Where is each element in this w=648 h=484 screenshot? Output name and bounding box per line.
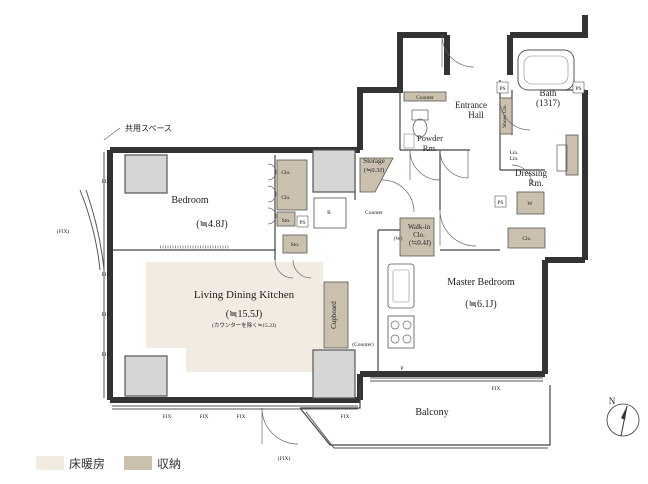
floor-heating-area (146, 262, 323, 372)
fix-label-9: FIX (492, 386, 501, 392)
entrance-label-1: Entrance (455, 100, 487, 110)
bath-size: (1317) (536, 98, 560, 108)
stove (387, 315, 415, 349)
linen-label-2: Lin. (509, 156, 519, 162)
ps-label-4: PS (497, 200, 503, 206)
bedroom-sto-upper (276, 211, 296, 227)
refrigerator (313, 197, 347, 229)
master-bedroom-label: Master Bedroom (447, 277, 515, 288)
fix-label-3: FIX (102, 312, 111, 318)
counter-entrance (403, 91, 447, 102)
ps-boxes: PS PS PS PS (296, 81, 585, 228)
walkin-label-1: Walk-in (408, 223, 431, 231)
column-bottom-left (124, 355, 168, 397)
sto-label-2: Sto. (291, 242, 300, 248)
window-lines (79, 152, 543, 410)
structural-columns (124, 149, 356, 399)
dressing-closet (507, 227, 546, 249)
linen-cabinet (565, 134, 579, 176)
fix-paren-label-2: (FIX) (278, 455, 291, 462)
shoes-clo-label: Shoes Clo. (502, 103, 508, 127)
bedroom-size: (≒4.8J) (196, 219, 227, 230)
cupboard (323, 281, 349, 349)
sto-label-1: Sto. (282, 218, 291, 224)
bedroom-sto-lower (282, 234, 308, 254)
kitchen-sink (387, 263, 415, 309)
fix-paren-label-1: (FIX) (57, 228, 70, 235)
fix-label-6: FIX (200, 414, 209, 420)
walkin-w-label: (W) (394, 235, 403, 242)
counter-paren-label: (Counter) (352, 341, 374, 348)
storage-size: (≒0.3J) (364, 167, 384, 174)
shoes-closet (499, 97, 513, 135)
fix-label-1: FIX (102, 179, 111, 185)
bedroom-closet (276, 159, 308, 211)
shared-space-label: 共用スペース (125, 124, 172, 133)
fix-label-2: FIX (102, 272, 111, 278)
dressing-clo-label: Clo. (522, 236, 532, 242)
fix-label-5: FIX (163, 414, 172, 420)
closet-label-1: Clo. (281, 170, 291, 176)
bathtub (517, 49, 575, 91)
shared-space-leader (103, 127, 121, 141)
ldk-size: (≒15.5J) (226, 309, 262, 320)
column-top-left (124, 154, 168, 194)
north-label: N (609, 396, 616, 406)
storage-nook (359, 157, 394, 193)
storage-areas (276, 91, 579, 349)
ps-label-2: PS (499, 86, 505, 92)
ps-label-1: PS (299, 220, 305, 226)
wash-basin (556, 144, 568, 172)
legend-floor-heating-label: 床暖房 (69, 456, 105, 471)
bedroom-label: Bedroom (171, 195, 208, 206)
toilet (411, 109, 429, 121)
counter-label-small: Counter (365, 210, 383, 216)
washer-label: W (527, 201, 533, 207)
legend-storage-swatch (124, 456, 152, 470)
ldk-label: Living Dining Kitchen (194, 289, 295, 301)
legend-floor-heating-swatch (36, 456, 64, 470)
walkin-label-2: Clo. (413, 231, 425, 239)
dressing-room-label-1: Dressing (515, 168, 547, 178)
walkin-size: (≒0.4J) (409, 239, 432, 247)
powder-room-label-1: Powder (417, 133, 443, 143)
dressing-room-label-2: Rm. (528, 178, 543, 188)
fixtures (267, 49, 575, 349)
linen-label-1: Lin. (509, 150, 519, 156)
fix-label-7: FIX (237, 414, 246, 420)
refrigerator-label: R (327, 210, 331, 216)
closet-label-2: Clo. (281, 195, 291, 201)
entrance-label-2: Hall (468, 110, 484, 120)
bath-label: Bath (540, 88, 557, 98)
north-arrow (606, 403, 640, 437)
cupboard-label: Cupboard (330, 301, 338, 329)
balcony-label: Balcony (415, 407, 448, 418)
master-bedroom-size: (≒6.1J) (465, 299, 496, 310)
balcony-outline (299, 385, 551, 449)
pipe-shaft-label: P (400, 366, 403, 372)
walk-in-closet (399, 217, 435, 257)
door-swings (261, 34, 533, 445)
fix-label-8: FIX (341, 414, 350, 420)
column-top-center (312, 149, 356, 193)
column-bottom-center (312, 349, 356, 399)
ps-label-3: PS (575, 86, 581, 92)
legend-storage-label: 収納 (157, 457, 181, 471)
ldk-note: (カウンターを除く≒15.2J) (212, 321, 276, 329)
storage-label: Storage (363, 157, 384, 165)
powder-room-label-2: Rm. (423, 143, 437, 153)
legend: 床暖房 収納 (36, 456, 181, 471)
washer-space (516, 191, 545, 215)
counter-label: Counter (416, 95, 434, 101)
fix-label-4: FIX (102, 352, 111, 358)
